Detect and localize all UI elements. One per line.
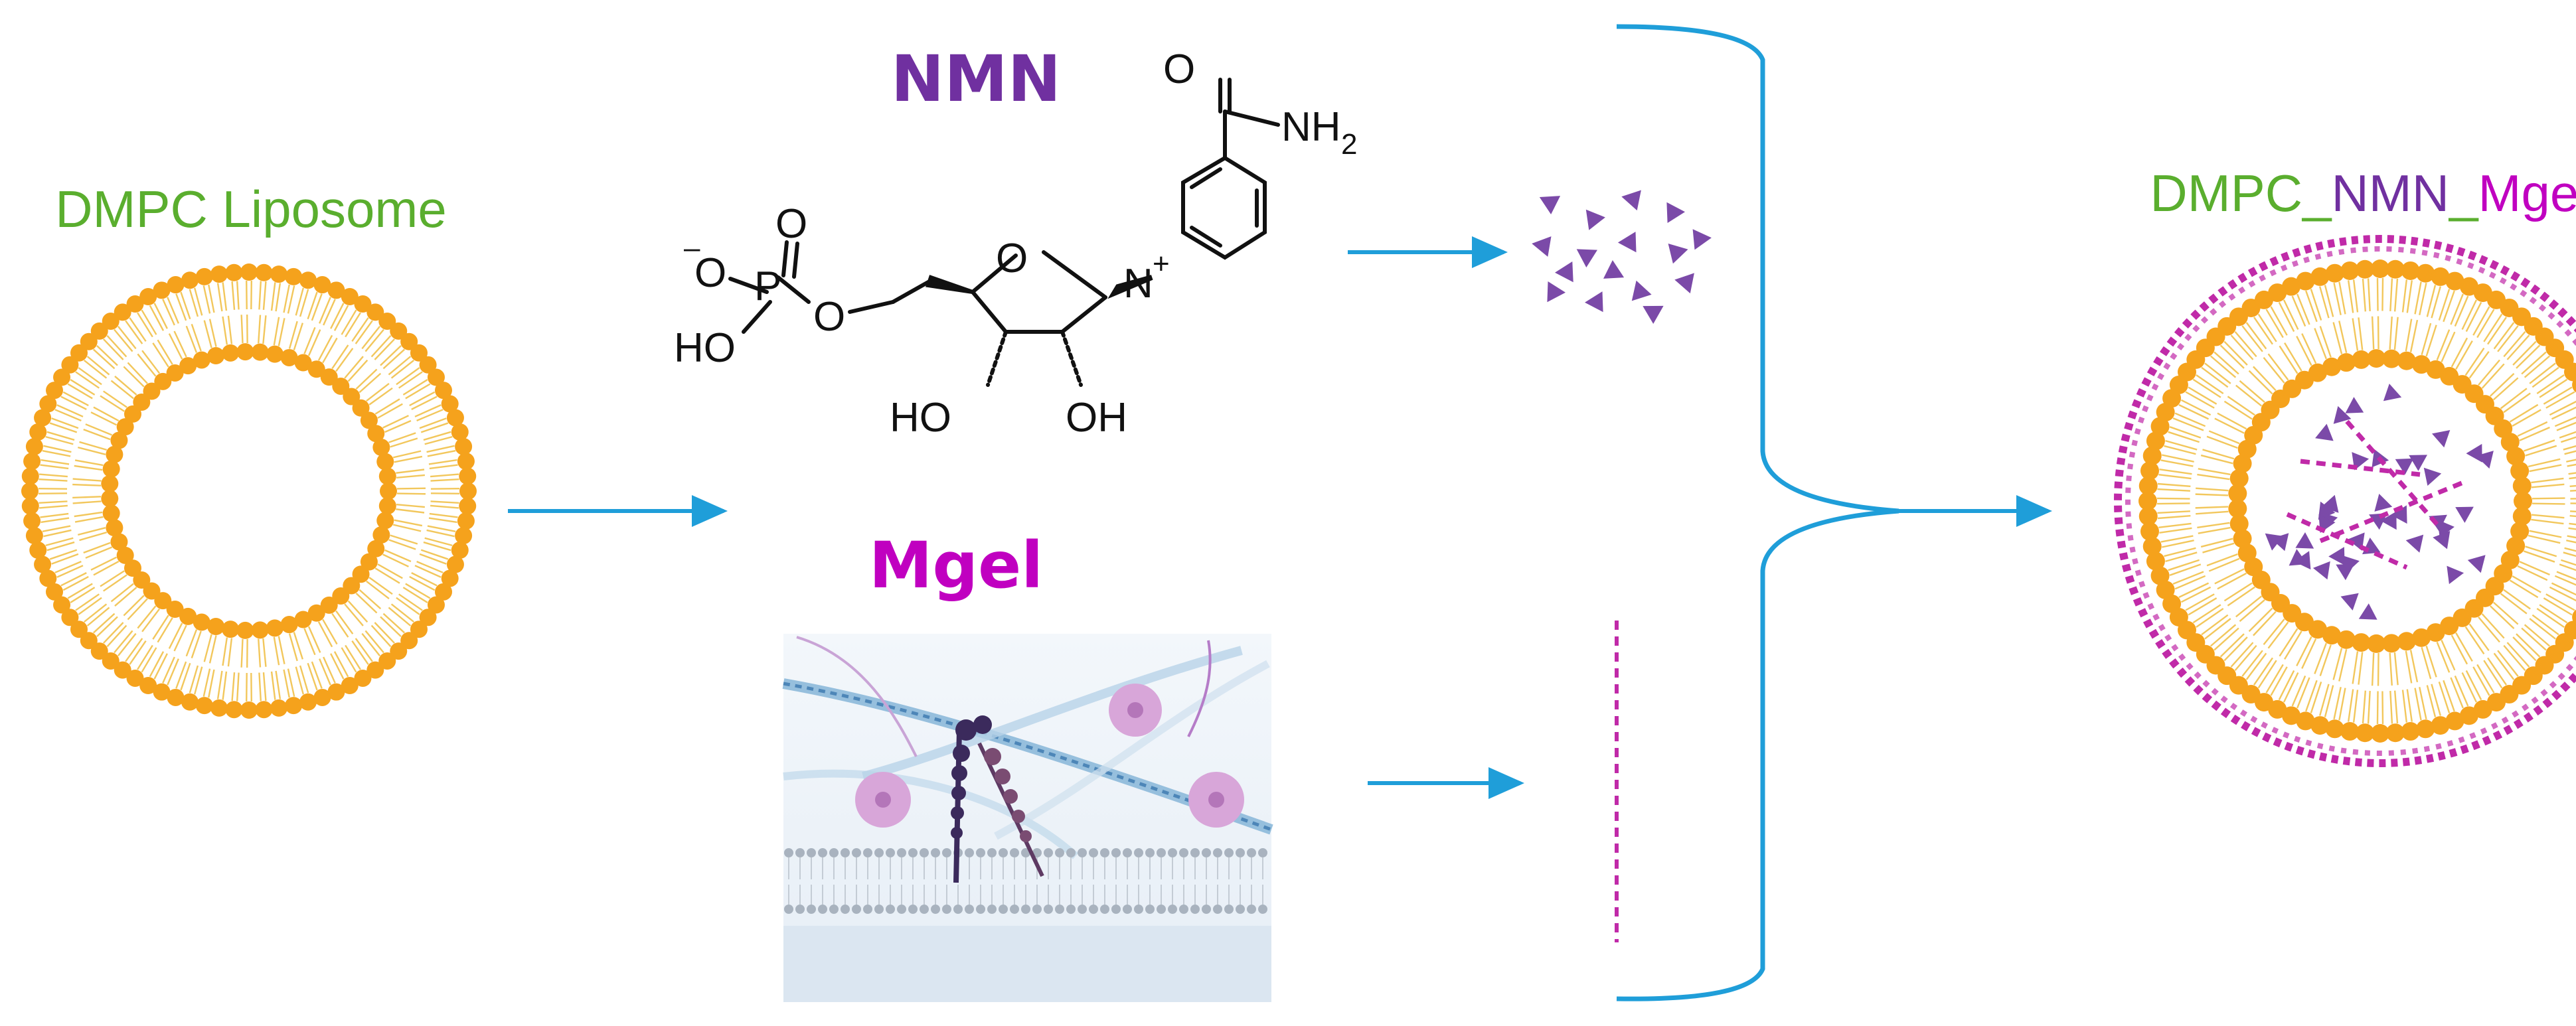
atom-o-double: O xyxy=(775,201,807,247)
dmpc-liposome xyxy=(21,263,477,719)
atom-o-minus: O xyxy=(694,250,726,296)
atom-ester-o: O xyxy=(813,294,845,340)
combine-bracket xyxy=(1616,24,1899,1001)
atom-minus: – xyxy=(684,232,700,264)
atom-ho-phosphate: HO xyxy=(674,325,736,371)
atom-ring-o: O xyxy=(996,236,1028,281)
product-label-mgel: Mgel xyxy=(2478,164,2576,222)
mgel-illustration xyxy=(782,634,1273,1002)
product-label-sep: _ xyxy=(2448,164,2479,222)
liposome-inner-heads xyxy=(2228,349,2532,653)
atom-p: P xyxy=(754,263,781,309)
product-label-dmpc: DMPC_ xyxy=(2150,164,2332,222)
liposome-outer-heads xyxy=(21,263,477,719)
nmn-molecule-structure xyxy=(728,78,1280,387)
encapsulated-nmn xyxy=(2265,384,2494,620)
nmn-particles xyxy=(1532,190,1712,324)
atom-oh-right: OH xyxy=(1066,395,1127,441)
atom-nh2: NH xyxy=(1281,104,1341,150)
nmn-label: NMN xyxy=(891,42,1061,116)
atom-nh2-subscript: 2 xyxy=(1341,128,1357,161)
atom-plus: + xyxy=(1153,248,1170,280)
liposome-label: DMPC Liposome xyxy=(55,180,447,238)
liposome-tails xyxy=(39,281,459,701)
liposome-outer-heads xyxy=(2138,259,2576,743)
product-label: DMPC_NMN_Mgel xyxy=(2150,164,2576,222)
mgel-coating xyxy=(2114,235,2576,767)
atom-o-carbonyl: O xyxy=(1163,46,1195,92)
atom-n-plus: N xyxy=(1123,261,1153,307)
atom-ho-left: HO xyxy=(890,395,951,441)
dmpc-nmn-mgel-liposome xyxy=(2114,235,2576,767)
mgel-label: Mgel xyxy=(869,528,1043,603)
liposome-inner-heads xyxy=(101,343,397,639)
nmn-atom-labels: O NH 2 N + O O – O P O HO HO OH xyxy=(674,46,1357,441)
liposome-tails xyxy=(2157,278,2576,724)
product-label-nmn: NMN xyxy=(2331,164,2449,222)
